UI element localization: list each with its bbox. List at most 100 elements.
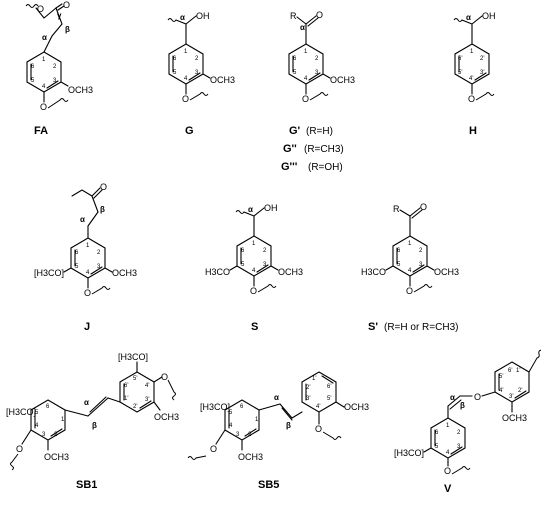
h-num-5: 5' — [458, 70, 462, 76]
sb1-num-1p: 1' — [124, 396, 128, 402]
note-gprime: (R=H) — [306, 126, 333, 137]
sb1-num-4: 4 — [35, 423, 39, 429]
s-num-6: 6 — [241, 248, 245, 254]
label-h: H — [469, 125, 477, 137]
sb5-vinyl — [279, 403, 293, 419]
s-methoxy: OCH3 — [278, 267, 303, 277]
g-num-3: 3 — [195, 70, 199, 76]
gp-num-1: 1 — [304, 49, 308, 55]
sb5-beta: β — [286, 421, 291, 430]
fa-num-4: 4 — [42, 84, 46, 90]
s-lmethoxy-bond — [229, 265, 238, 271]
sb5-num-3: 3 — [236, 432, 240, 438]
sb5-alpha-bond — [258, 403, 281, 411]
h-num-1: 1 — [470, 49, 474, 55]
fa-ester-o: O — [37, 4, 44, 14]
v-lmethoxy-bond — [423, 447, 432, 453]
j-num-5: 5 — [75, 264, 79, 270]
wavy-bond-icon — [167, 379, 176, 401]
h-alpha-bond — [461, 19, 473, 25]
fa-ring-db2 — [46, 80, 59, 89]
gp-ring-o: O — [302, 94, 309, 104]
sb1-left-ring-db2 — [50, 428, 63, 437]
h-num-4: 4' — [469, 76, 473, 82]
sp-lmethoxy-bond — [385, 265, 394, 271]
sb5-num-1p: 1' — [312, 376, 316, 382]
s-ring-o: O — [250, 286, 257, 296]
sb5-num-4: 4 — [229, 423, 233, 429]
sb1-num-1: 1 — [61, 417, 65, 423]
s-oh: OH — [264, 203, 278, 213]
sp-r: R — [393, 204, 400, 214]
wavy-bond-icon — [309, 92, 329, 101]
label-fa: FA — [34, 125, 48, 137]
sp-methoxy-bond — [426, 265, 435, 271]
v-vinyl-db — [449, 399, 462, 410]
sb5-o-right: O — [315, 424, 322, 434]
sp-ring-db2 — [412, 264, 425, 273]
gp-num-6: 6 — [293, 56, 297, 62]
sb5-num-4p: 4' — [316, 404, 320, 410]
label-gprime: G' — [289, 125, 301, 137]
sb1-methoxy-r-bond — [153, 401, 161, 411]
fa-num-3: 3 — [53, 78, 57, 84]
g-oh: OH — [196, 11, 210, 21]
fa-num-6: 6 — [31, 64, 35, 70]
g-alpha-bond — [175, 19, 187, 25]
fa-ring-o: O — [40, 102, 47, 112]
sb5-num-3p: 3' — [306, 396, 310, 402]
label-gtripleprime: G''' — [281, 161, 298, 173]
v-num-1: 1 — [446, 423, 450, 429]
structure-j: O β α 1 2 3 4 5 6 [H3CO] OCH3 O J — [34, 182, 137, 333]
v-o-bottom: O — [444, 466, 451, 476]
s-num-3: 3 — [263, 262, 267, 268]
j-ring-o: O — [84, 288, 91, 298]
structure-sb1: 1 2 3 4 5 6 [H3CO] O OCH3 α β 1' 2' 3' 4… — [6, 352, 179, 491]
v-beta: β — [460, 401, 465, 410]
structure-h: OH α 1 2' 3' 4' 5' 6' O H — [453, 11, 496, 137]
j-num-2: 2 — [97, 250, 101, 256]
gp-r-bond — [296, 16, 307, 25]
sb5-left-ring-db2 — [244, 428, 257, 437]
note-gtripleprime: (R=OH) — [308, 162, 343, 173]
sb1-o-bottom: O — [16, 444, 23, 454]
sp-num-3: 3 — [419, 262, 423, 268]
s-num-5: 5 — [241, 262, 245, 268]
sb1-top-methoxy: [H3CO] — [118, 352, 148, 362]
gp-methoxy: OCH3 — [330, 75, 355, 85]
gp-alpha: α — [300, 23, 305, 32]
fa-methoxy-bond — [60, 81, 69, 87]
v-num-2p: 2' — [518, 388, 522, 394]
j-lmethoxy-bond — [63, 267, 72, 273]
sb5-right-ring-db2 — [321, 375, 334, 384]
gp-num-4: 4 — [304, 76, 308, 82]
structure-sb5: 1 2 3 4 5 6 [H3CO] O OCH3 α β 1' 2' 3' 4… — [187, 371, 369, 491]
structure-v: 1' 2' 3' 4' 5' 6' OCH3 O α β 1 2 3 4 5 6… — [394, 349, 542, 495]
s-num-2: 2 — [263, 248, 267, 254]
structure-fa: O O γ β α 1 2 3 4 5 6 OCH3 O FA — [25, 0, 93, 137]
j-num-1: 1 — [86, 243, 90, 249]
note-gdoubleprime: (R=CH3) — [304, 144, 344, 155]
wavy-bond-icon — [257, 284, 277, 293]
fa-carbonyl-bond — [55, 3, 63, 9]
fa-alpha: α — [42, 33, 47, 42]
wavy-bond-icon — [451, 466, 471, 475]
s-oh-bond — [253, 207, 265, 217]
sp-left-methoxy: H3CO — [361, 267, 386, 277]
fa-beta: β — [65, 25, 70, 34]
j-left-methoxy: [H3CO] — [34, 268, 64, 278]
sb1-c1p-bond — [107, 397, 121, 403]
fa-num-5: 5 — [31, 78, 35, 84]
sb1-beta: β — [92, 421, 97, 430]
gp-num-3: 3 — [315, 70, 319, 76]
sb1-o-top-bond — [153, 376, 163, 383]
j-methoxy-bond — [104, 267, 113, 273]
wavy-bond-icon — [528, 349, 542, 373]
v-num-5p: 5' — [499, 374, 503, 380]
wavy-bond-icon — [187, 455, 207, 460]
sb5-alpha: α — [274, 393, 279, 402]
wavy-bond-icon — [47, 98, 69, 109]
sb1-right-ring-db2 — [139, 400, 152, 409]
j-methoxy: OCH3 — [112, 268, 137, 278]
